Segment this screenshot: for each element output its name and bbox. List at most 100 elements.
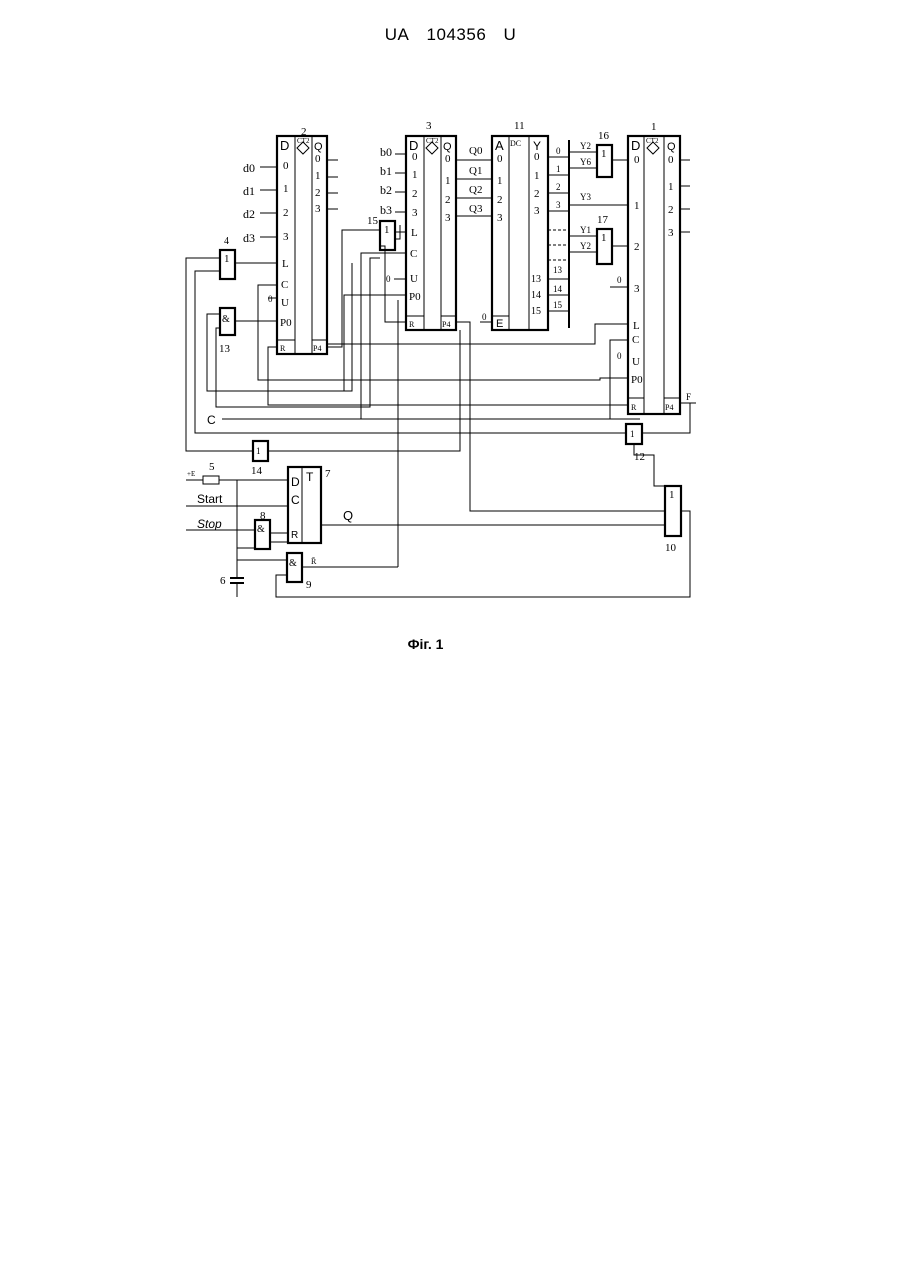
svg-text:14: 14 (553, 284, 563, 294)
svg-text:1: 1 (668, 181, 674, 193)
svg-text:R: R (631, 403, 637, 412)
svg-text:2: 2 (634, 241, 640, 253)
svg-text:0: 0 (617, 351, 622, 361)
svg-text:CT2: CT2 (426, 137, 439, 145)
counter-2: 2 D CT2 Q 0 1 2 3 0 1 2 3 L C U P0 R P4 … (243, 126, 338, 354)
capacitor-6-ref: 6 (220, 575, 226, 587)
counter-1-ref: 1 (651, 121, 657, 133)
gate-10: 1 10 (665, 486, 681, 554)
svg-text:P4: P4 (442, 320, 450, 329)
svg-text:Y1: Y1 (580, 225, 591, 235)
carry-out-label: F (686, 392, 691, 402)
input-d0: d0 (243, 161, 255, 175)
gate-17: 1 17 Y1 Y2 (569, 214, 628, 264)
input-b0: b0 (380, 145, 392, 159)
svg-text:R̄: R̄ (311, 557, 317, 566)
svg-text:Q: Q (314, 141, 323, 153)
input-d2: d2 (243, 207, 255, 221)
gate-13-ref: 13 (219, 343, 231, 355)
svg-text:1: 1 (497, 175, 503, 187)
svg-text:P0: P0 (631, 374, 643, 386)
svg-text:P0: P0 (280, 317, 292, 329)
gate-8: & 8 (255, 510, 288, 549)
svg-text:1: 1 (601, 232, 607, 244)
svg-text:2: 2 (534, 188, 540, 200)
svg-text:2: 2 (445, 194, 451, 206)
svg-text:Q: Q (443, 141, 452, 153)
input-b3: b3 (380, 203, 392, 217)
svg-text:3: 3 (283, 231, 289, 243)
svg-text:0: 0 (386, 274, 391, 284)
output-q2: Q2 (469, 184, 482, 196)
svg-text:E: E (496, 318, 503, 330)
svg-text:1: 1 (224, 253, 230, 265)
svg-text:C: C (291, 493, 300, 507)
svg-text:3: 3 (556, 200, 561, 210)
svg-text:T: T (306, 470, 314, 484)
output-q0: Q0 (469, 145, 483, 157)
svg-text:1: 1 (412, 169, 418, 181)
svg-text:0: 0 (617, 275, 622, 285)
svg-text:CT2: CT2 (297, 137, 310, 145)
trigger-7: 7 T D C R Q (288, 467, 470, 543)
gate-17-ref: 17 (597, 214, 609, 226)
gate-8-ref: 8 (260, 510, 266, 522)
counter-3: 3 D CT2 Q 0 1 2 3 0 1 2 3 L C U P0 R P4 … (380, 120, 492, 330)
y3-label: Y3 (580, 192, 591, 202)
svg-text:15: 15 (553, 300, 563, 310)
svg-text:1: 1 (283, 183, 289, 195)
stop-signal-label: Stop (197, 517, 222, 531)
svg-text:P4: P4 (313, 344, 321, 353)
svg-text:3: 3 (445, 212, 451, 224)
svg-text:3: 3 (534, 205, 540, 217)
svg-text:2: 2 (556, 182, 561, 192)
output-q1: Q1 (469, 165, 482, 177)
svg-text:R: R (409, 320, 415, 329)
svg-text:Y2: Y2 (580, 141, 591, 151)
svg-text:&: & (257, 524, 265, 535)
gate-12: 1 12 (626, 424, 645, 463)
svg-text:&: & (289, 558, 297, 569)
svg-text:13: 13 (553, 265, 563, 275)
counter-1-body (628, 136, 680, 414)
svg-text:R: R (291, 530, 298, 541)
svg-text:P0: P0 (409, 291, 421, 303)
svg-text:1: 1 (669, 489, 675, 501)
input-b1: b1 (380, 164, 392, 178)
svg-text:0: 0 (497, 153, 503, 165)
trigger-7-ref: 7 (325, 468, 331, 480)
svg-text:3: 3 (315, 203, 321, 215)
svg-text:2: 2 (315, 187, 321, 199)
svg-text:1: 1 (256, 446, 261, 456)
svg-text:0: 0 (445, 153, 451, 165)
gate-4-ref: 4 (224, 236, 229, 247)
svg-text:Y2: Y2 (580, 241, 591, 251)
supply-label: +E (187, 470, 195, 478)
input-d3: d3 (243, 231, 255, 245)
figure-caption: Фіг. 1 (0, 636, 851, 652)
resistor-5-ref: 5 (209, 461, 215, 473)
svg-text:2: 2 (668, 204, 674, 216)
svg-text:&: & (222, 314, 230, 325)
svg-text:15: 15 (531, 306, 541, 317)
input-d1: d1 (243, 184, 255, 198)
svg-text:2: 2 (283, 207, 289, 219)
svg-text:3: 3 (634, 283, 640, 295)
svg-text:Q: Q (667, 141, 676, 153)
svg-text:14: 14 (531, 290, 541, 301)
gate-12-ref: 12 (634, 451, 645, 463)
svg-text:0: 0 (634, 154, 640, 166)
svg-text:0: 0 (315, 153, 321, 165)
svg-text:CT2: CT2 (646, 137, 659, 145)
capacitor-6: 6 (220, 480, 244, 597)
output-q3: Q3 (469, 203, 483, 215)
svg-text:Y6: Y6 (580, 157, 591, 167)
svg-text:U: U (410, 273, 418, 285)
svg-text:1: 1 (315, 170, 321, 182)
svg-text:3: 3 (412, 207, 418, 219)
svg-text:L: L (633, 320, 640, 332)
svg-text:DC: DC (510, 139, 521, 148)
svg-text:D: D (291, 475, 300, 489)
svg-text:L: L (282, 258, 289, 270)
gate-10-ref: 10 (665, 542, 677, 554)
